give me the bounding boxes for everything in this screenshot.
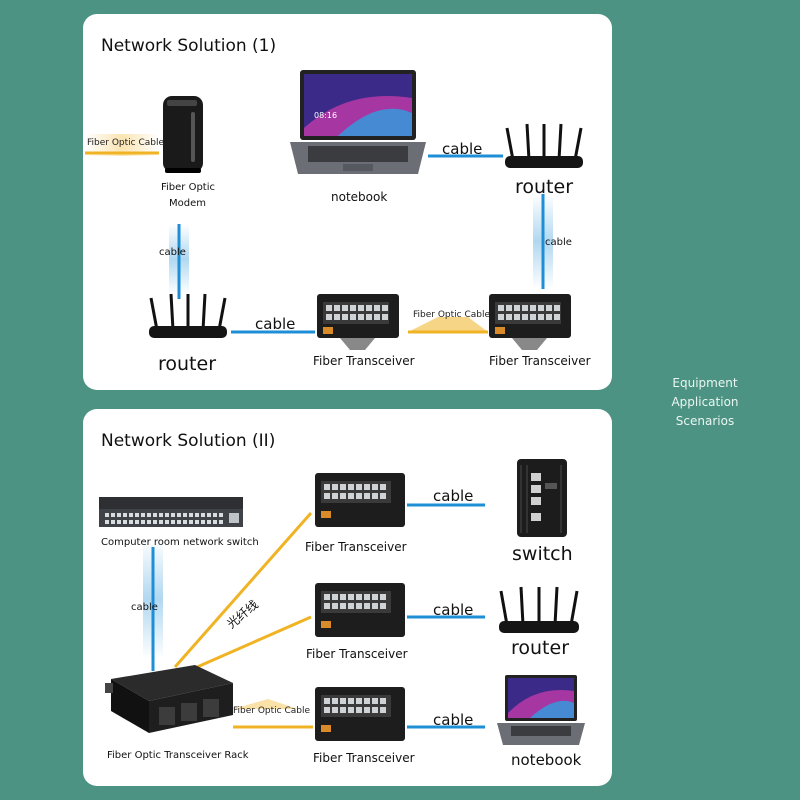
router-icon bbox=[505, 123, 583, 168]
fiber-transceiver-icon bbox=[489, 294, 571, 350]
fiber-glow bbox=[233, 699, 298, 709]
modem-label: Modem bbox=[169, 198, 206, 209]
network-switch-icon bbox=[99, 497, 243, 527]
fiber-transceiver-icon bbox=[315, 687, 405, 741]
modem-label: Fiber Optic bbox=[161, 182, 216, 193]
transceiver-rack-icon bbox=[105, 665, 233, 733]
fiber-cable-label: Fiber Optic Cable bbox=[233, 706, 311, 716]
router-label: router bbox=[515, 176, 574, 198]
notebook-label: notebook bbox=[331, 190, 388, 204]
fiber-cable-label: Fiber Optic Cable bbox=[413, 310, 491, 320]
fiber-transceiver-icon bbox=[317, 294, 399, 350]
switch-label: switch bbox=[512, 543, 573, 565]
cable-label: cable bbox=[131, 602, 158, 613]
router-icon bbox=[149, 293, 227, 338]
cable-label: cable bbox=[159, 247, 186, 258]
equipment-scenarios-label: Equipment Application Scenarios bbox=[665, 374, 745, 431]
fiber-transceiver-icon bbox=[315, 473, 405, 527]
fiber-transceiver-icon bbox=[315, 583, 405, 637]
fiber-transceiver-label: Fiber Transceiver bbox=[305, 540, 407, 554]
fiber-optic-modem-icon bbox=[163, 96, 203, 173]
fiber-glow bbox=[85, 134, 159, 156]
fiber-optic-line bbox=[173, 512, 313, 668]
side-label-line: Application bbox=[671, 395, 739, 409]
fiber-transceiver-label: Fiber Transceiver bbox=[306, 647, 408, 661]
cable-label: cable bbox=[433, 487, 474, 505]
connection-lines bbox=[85, 134, 553, 334]
cable-label: cable bbox=[433, 601, 474, 619]
fiber-glow bbox=[408, 317, 488, 332]
cable-label: cable bbox=[255, 315, 296, 333]
room-switch-label: Computer room network switch bbox=[101, 537, 259, 548]
screen-time: 08:16 bbox=[314, 111, 337, 120]
connection-lines bbox=[143, 503, 485, 729]
cable-label: cable bbox=[442, 140, 483, 158]
notebook-icon bbox=[497, 675, 585, 745]
fiber-transceiver-label: Fiber Transceiver bbox=[313, 354, 415, 368]
fiber-cable-label: Fiber Optic Cable bbox=[87, 138, 165, 148]
network-solution-1-panel: Network Solution (1) bbox=[83, 14, 612, 390]
fiber-transceiver-label: Fiber Transceiver bbox=[313, 751, 415, 765]
rack-label: Fiber Optic Transceiver Rack bbox=[107, 750, 249, 761]
panel-title: Network Solution (II) bbox=[101, 431, 276, 451]
fiber-optic-line bbox=[187, 615, 312, 673]
cable-label: cable bbox=[433, 711, 474, 729]
panel-title: Network Solution (1) bbox=[101, 36, 277, 56]
notebook-label: notebook bbox=[511, 751, 582, 769]
side-label-line: Equipment bbox=[672, 376, 738, 390]
cable-label: cable bbox=[545, 237, 572, 248]
notebook-icon: 08:16 bbox=[290, 70, 426, 174]
fiber-transceiver-label: Fiber Transceiver bbox=[489, 354, 591, 368]
router-label: router bbox=[158, 353, 217, 375]
network-solution-2-panel: Network Solution (II) Computer room netw… bbox=[83, 409, 612, 786]
industrial-switch-icon bbox=[517, 459, 567, 537]
side-label-line: Scenarios bbox=[675, 414, 735, 428]
router-label: router bbox=[511, 637, 570, 659]
router-icon bbox=[499, 586, 579, 633]
